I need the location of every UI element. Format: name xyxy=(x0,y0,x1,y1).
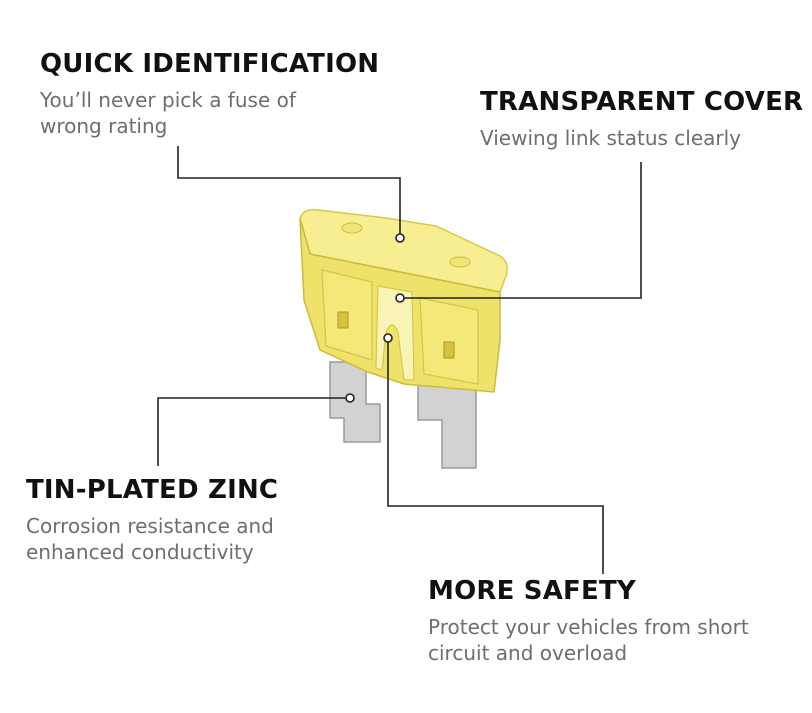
dot-more-safety xyxy=(383,333,393,343)
callout-title: TIN-PLATED ZINC xyxy=(26,475,279,505)
callout-more-safety: MORE SAFETY Protect your vehicles from s… xyxy=(428,577,749,666)
leader-transparent-cover xyxy=(400,162,642,299)
left-slot xyxy=(337,311,349,329)
top-bump-right xyxy=(449,256,471,268)
top-bump-left xyxy=(341,222,363,234)
callout-title: TRANSPARENT COVER xyxy=(480,87,804,117)
callout-title: MORE SAFETY xyxy=(428,576,636,606)
dot-transparent-cover xyxy=(395,293,405,303)
callout-description: Corrosion resistance and enhanced conduc… xyxy=(26,513,274,564)
leader-endpoints xyxy=(345,233,405,403)
callout-transparent-cover: TRANSPARENT COVER Viewing link status cl… xyxy=(480,88,803,151)
left-terminal xyxy=(329,361,381,443)
leader-more-safety xyxy=(387,338,604,574)
dot-quick-identification xyxy=(395,233,405,243)
callout-title: QUICK IDENTIFICATION xyxy=(40,49,380,79)
callout-description: Viewing link status clearly xyxy=(480,125,742,150)
callout-description: You’ll never pick a fuse of wrong rating xyxy=(40,87,296,138)
right-slot xyxy=(443,341,455,359)
dot-tin-plated-zinc xyxy=(345,393,355,403)
callout-description: Protect your vehicles from short circuit… xyxy=(428,614,749,665)
leader-lines xyxy=(157,146,642,574)
fuse-body xyxy=(299,208,508,393)
fuse-terminals xyxy=(329,361,477,469)
leader-quick-identification xyxy=(177,146,401,238)
fuse-right-window xyxy=(419,297,479,385)
callout-quick-identification: QUICK IDENTIFICATION You’ll never pick a… xyxy=(40,50,379,139)
callout-tin-plated-zinc: TIN-PLATED ZINC Corrosion resistance and… xyxy=(26,476,278,565)
leader-tin-plated-zinc xyxy=(157,397,350,466)
